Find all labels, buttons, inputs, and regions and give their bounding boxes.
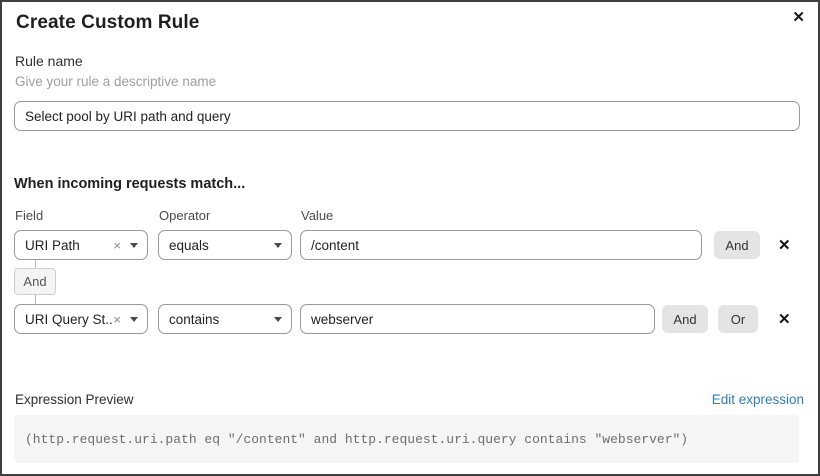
delete-row1-icon[interactable]: ✕ [778, 237, 791, 254]
dialog-title: Create Custom Rule [16, 12, 200, 33]
field-select-row1[interactable]: URI Path × [14, 230, 148, 260]
chevron-down-icon [130, 242, 138, 248]
expression-code: (http.request.uri.path eq "/content" and… [25, 431, 689, 447]
connector-line-top [35, 260, 36, 269]
operator-select-row1-value: equals [169, 237, 209, 253]
close-icon[interactable]: ✕ [792, 9, 805, 26]
field-select-row2-value: URI Query St... [25, 311, 114, 327]
field-column-label: Field [15, 208, 44, 223]
field-select-row2[interactable]: URI Query St... × [14, 304, 148, 334]
value-input-row2[interactable] [300, 304, 655, 334]
or-button-row2[interactable]: Or [718, 305, 758, 333]
operator-column-label: Operator [159, 208, 211, 223]
chevron-down-icon [130, 316, 138, 322]
operator-select-row1[interactable]: equals [158, 230, 292, 260]
and-connector-chip: And [14, 268, 56, 295]
and-button-row2[interactable]: And [662, 305, 708, 333]
clear-icon[interactable]: × [113, 237, 121, 253]
operator-select-row2[interactable]: contains [158, 304, 292, 334]
and-button-row1[interactable]: And [714, 231, 760, 259]
delete-row2-icon[interactable]: ✕ [778, 311, 791, 328]
value-input-row1[interactable] [300, 230, 702, 260]
edit-expression-link[interactable]: Edit expression [711, 392, 804, 407]
field-select-row1-value: URI Path [25, 237, 80, 253]
rule-name-input[interactable] [14, 101, 800, 131]
expression-code-block: (http.request.uri.path eq "/content" and… [14, 415, 799, 463]
clear-icon[interactable]: × [113, 311, 121, 327]
connector-line-bottom [35, 294, 36, 305]
rule-name-label: Rule name [15, 53, 83, 69]
rule-name-hint: Give your rule a descriptive name [15, 74, 217, 89]
expression-preview-label: Expression Preview [15, 392, 134, 407]
chevron-down-icon [274, 242, 282, 248]
chevron-down-icon [274, 316, 282, 322]
value-column-label: Value [301, 208, 334, 223]
match-heading: When incoming requests match... [14, 176, 246, 192]
operator-select-row2-value: contains [169, 311, 220, 327]
